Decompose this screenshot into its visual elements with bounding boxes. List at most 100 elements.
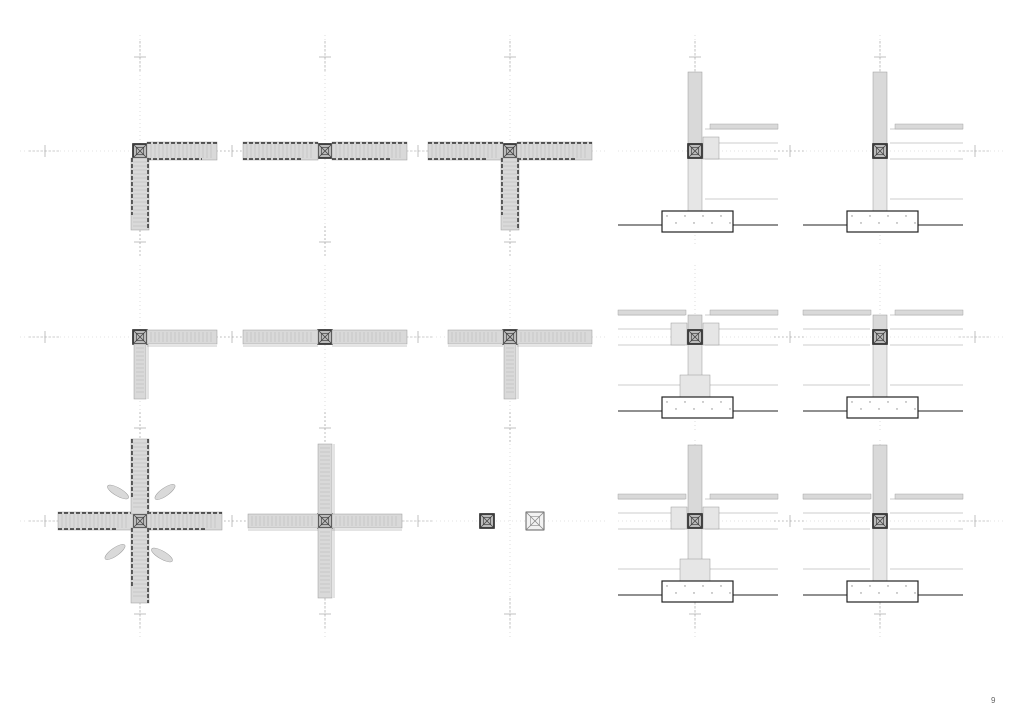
node-inner xyxy=(321,147,329,155)
concrete-dot xyxy=(851,215,853,217)
wall-arm-right xyxy=(146,141,218,161)
wall-panel xyxy=(146,141,218,161)
column-node xyxy=(872,143,888,159)
wall-panel xyxy=(331,329,408,345)
wall-panel xyxy=(130,527,150,604)
wall-upper xyxy=(687,71,703,145)
concrete-dot xyxy=(693,222,695,224)
concrete-dot xyxy=(702,215,704,217)
node-inner xyxy=(691,517,699,525)
concrete-dot xyxy=(666,401,668,403)
wall-arm-up xyxy=(130,438,150,515)
concrete-dot xyxy=(914,222,916,224)
grid-marker xyxy=(216,145,248,157)
grid-marker xyxy=(402,515,434,527)
column-node xyxy=(502,329,518,345)
wall-panel xyxy=(242,141,319,161)
column-node xyxy=(687,143,703,159)
grid-marker xyxy=(402,145,434,157)
column-node xyxy=(317,513,333,529)
concrete-dot xyxy=(729,592,731,594)
node-cross xyxy=(317,329,333,345)
wall-panel xyxy=(247,513,319,529)
concrete-dot xyxy=(896,408,898,410)
floor-board xyxy=(894,493,964,500)
floor-board xyxy=(617,309,687,316)
concrete-dot xyxy=(914,592,916,594)
concrete-dot xyxy=(702,401,704,403)
concrete-dot xyxy=(887,585,889,587)
concrete-dot xyxy=(675,408,677,410)
wall-arm-right xyxy=(331,141,408,161)
wall-arm-down xyxy=(133,343,149,400)
wall-panel xyxy=(242,329,319,345)
concrete-dot xyxy=(666,585,668,587)
node-inner xyxy=(321,333,329,341)
floor-board xyxy=(709,123,779,130)
node-cross xyxy=(687,143,703,159)
grid-marker xyxy=(874,41,886,73)
node-cross xyxy=(479,513,495,529)
section-detail xyxy=(617,444,779,603)
concrete-dot xyxy=(711,592,713,594)
wall-upper xyxy=(687,314,703,331)
grid-marker xyxy=(959,515,991,527)
beam xyxy=(670,322,688,346)
leaf-panel xyxy=(154,484,176,500)
concrete-dot xyxy=(851,401,853,403)
beam xyxy=(702,322,720,346)
wall-lower xyxy=(872,527,888,582)
grid-marker xyxy=(689,598,701,630)
concrete-dot xyxy=(720,585,722,587)
node-inner xyxy=(691,147,699,155)
concrete-dot xyxy=(914,408,916,410)
concrete-dot xyxy=(869,215,871,217)
grid-marker xyxy=(29,331,61,343)
concrete-dot xyxy=(860,592,862,594)
foundation xyxy=(661,580,734,603)
concrete-dot xyxy=(887,215,889,217)
section-detail xyxy=(802,444,964,603)
concrete-dot xyxy=(684,585,686,587)
wall-panel xyxy=(427,141,504,161)
wall-panel xyxy=(331,513,403,529)
floor-board xyxy=(894,123,964,130)
grid-marker xyxy=(319,41,331,73)
page-number: 9 xyxy=(991,696,996,705)
concrete-dot xyxy=(711,222,713,224)
leaf-panel xyxy=(151,547,173,563)
beam xyxy=(702,136,720,160)
column-node xyxy=(132,329,148,345)
concrete-dot xyxy=(684,215,686,217)
section-detail xyxy=(802,309,964,419)
wall-arm-right xyxy=(516,141,593,161)
column-node xyxy=(132,513,148,529)
grid-marker xyxy=(689,41,701,73)
column-node xyxy=(317,329,333,345)
section-detail xyxy=(617,309,779,419)
wall-panel xyxy=(146,511,223,531)
concrete-dot xyxy=(720,401,722,403)
node-cross xyxy=(687,329,703,345)
grid-marker xyxy=(504,412,516,444)
wall-lower xyxy=(872,157,888,212)
wall-panel xyxy=(57,511,134,531)
wall-arm-down xyxy=(130,157,150,231)
wall-panel xyxy=(516,329,593,345)
concrete-dot xyxy=(878,222,880,224)
foundation xyxy=(661,210,734,233)
concrete-dot xyxy=(905,401,907,403)
node-inner xyxy=(691,333,699,341)
concrete-dot xyxy=(905,585,907,587)
node-inner xyxy=(530,516,540,526)
concrete-dot xyxy=(693,408,695,410)
wall-arm-down xyxy=(500,157,520,231)
node-cross xyxy=(687,513,703,529)
wall-lower xyxy=(872,343,888,398)
concrete-dot xyxy=(729,408,731,410)
floor-board xyxy=(709,309,779,316)
concrete-dot xyxy=(860,408,862,410)
concrete-dot xyxy=(851,585,853,587)
wall-arm-down xyxy=(317,527,335,599)
node-cross xyxy=(132,143,148,159)
